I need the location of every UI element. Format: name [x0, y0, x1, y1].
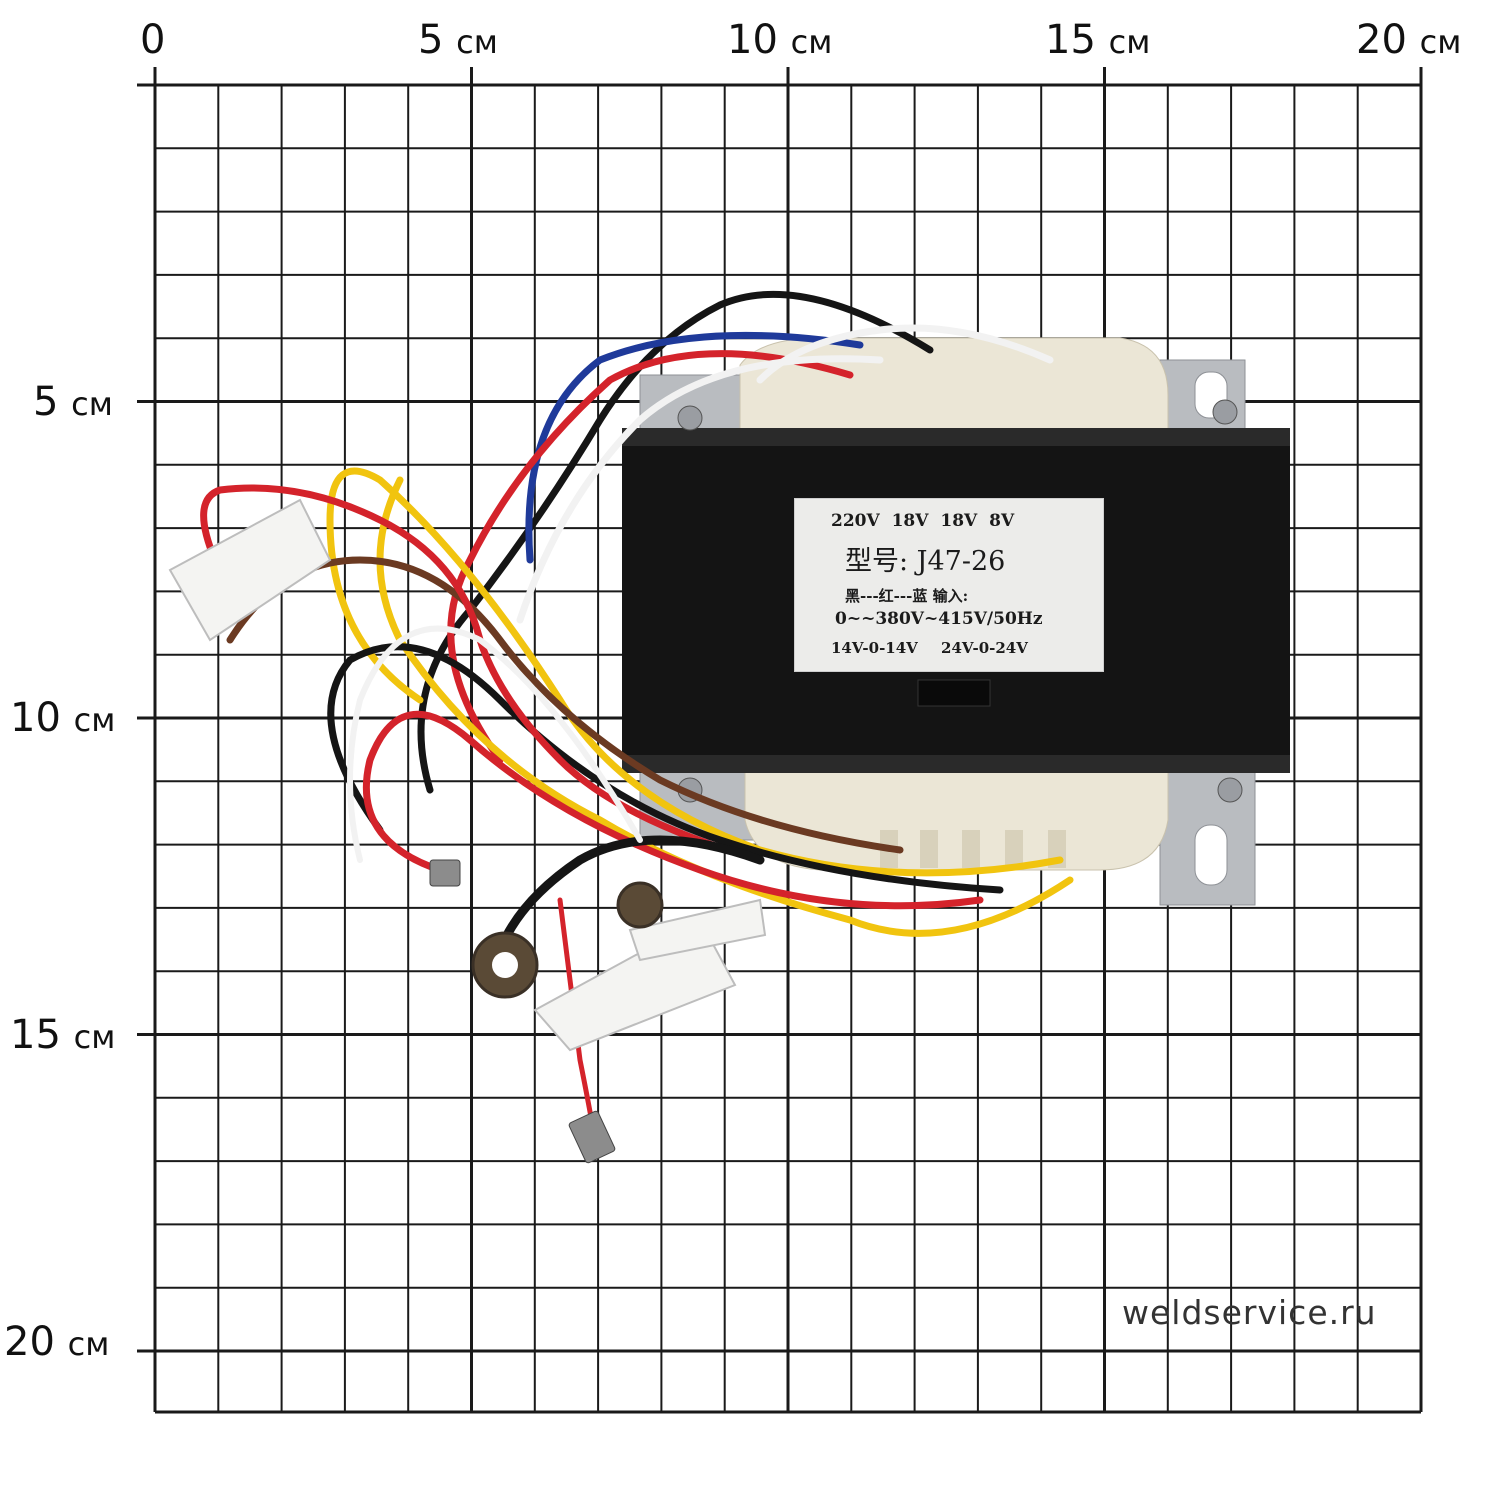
ruler-left-label-15: 15 см	[10, 1012, 116, 1058]
mounting-bracket-right	[1159, 359, 1256, 906]
wire-harness	[200, 290, 1074, 1143]
ruler-left-label-10: 10 см	[10, 695, 116, 741]
plate-voltage-line: 220V 18V 18V 8V	[831, 511, 1015, 531]
plate-color-code-line: 黑---红---蓝 输入:	[845, 587, 969, 605]
plate-model-line: 型号: J47-26	[845, 546, 1006, 577]
ruler-top-label-5: 5 см	[418, 17, 498, 63]
watermark-text: weldservice.ru	[1122, 1293, 1377, 1332]
plate-input-line: 0~~380V~415V/50Hz	[835, 609, 1043, 629]
ruler-top-label-20: 20 см	[1356, 17, 1462, 63]
ruler-left-label-5: 5 см	[33, 379, 113, 425]
ruler-top-label-10: 10 см	[727, 17, 833, 63]
ruler-left-label-20: 20 см	[4, 1319, 110, 1365]
plate-output-line: 14V-0-14V 24V-0-24V	[831, 639, 1028, 657]
ruler-top-label-0: 0	[140, 17, 166, 63]
wire-connectors	[168, 498, 767, 1164]
ruler-top-label-15: 15 см	[1045, 17, 1151, 63]
nameplate-label: 220V 18V 18V 8V 型号: J47-26 黑---红---蓝 输入:…	[794, 498, 1104, 672]
